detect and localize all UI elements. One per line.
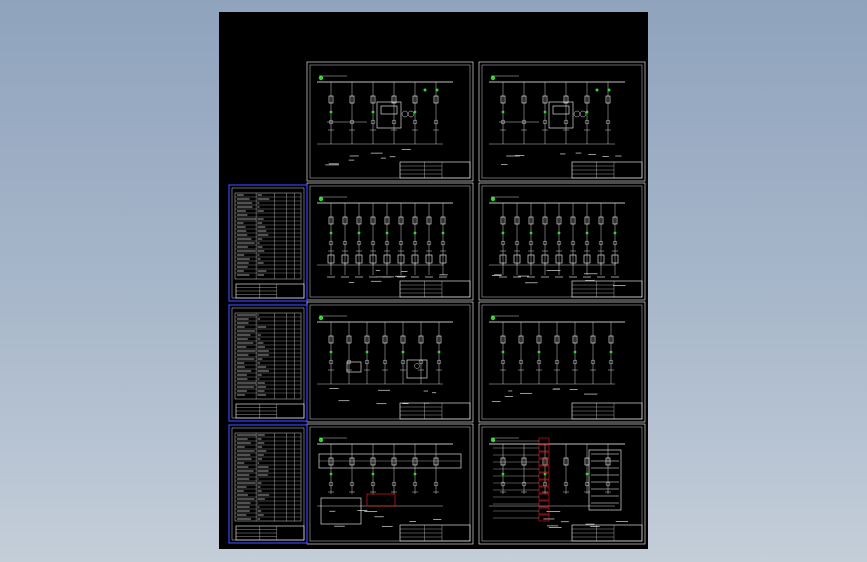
drawing-linework [228,61,646,545]
schematic-main-left[interactable] [306,61,474,182]
schematic-lighting-left[interactable] [306,301,474,423]
equipment-table-3[interactable] [228,424,308,544]
schematic-distribution-left[interactable] [306,182,474,301]
schematic-motor-right[interactable] [478,301,646,423]
schematic-distribution-right[interactable] [478,182,646,301]
equipment-table-2[interactable] [228,304,308,422]
drawing-sheet[interactable] [219,12,648,549]
schematic-terminal-right[interactable] [478,423,646,545]
schematic-main-right[interactable] [478,61,646,182]
schematic-control-left[interactable] [306,423,474,545]
equipment-table-1[interactable] [228,184,308,302]
